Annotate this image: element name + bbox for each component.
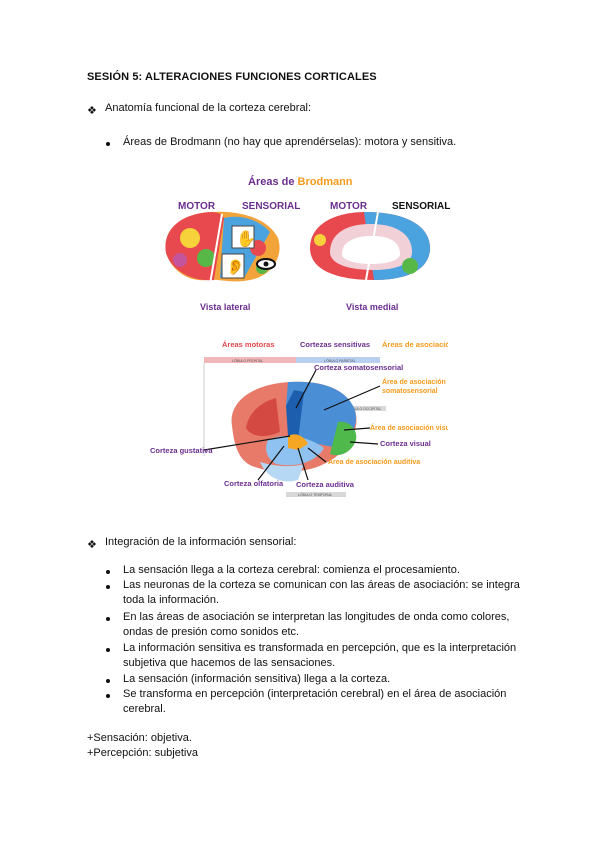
list-item: Las neuronas de la corteza se comunican … (123, 579, 520, 591)
label-auditiva: Corteza auditiva (296, 480, 355, 489)
header-sensitivas: Cortezas sensitivas (300, 340, 370, 349)
lobe-frontal-bar (204, 357, 296, 363)
list-item: La sensación llega a la corteza cerebral… (123, 564, 460, 576)
sensorial-label-medial: SENSORIAL (392, 201, 450, 212)
list-item-cont: ondas de presión como sonidos etc. (123, 626, 300, 638)
note-sensacion: +Sensación: objetiva. (87, 732, 192, 744)
medial-caption: Vista medial (346, 302, 398, 312)
list-item-cont: subjetiva que hacemos de las sensaciones… (123, 657, 336, 669)
list-item: Se transforma en percepción (interpretac… (123, 688, 507, 700)
section2-heading: Integración de la información sensorial: (105, 536, 297, 548)
label-asoc-visual: Área de asociación visual (370, 423, 448, 432)
list-item: La sensación (información sensitiva) lle… (123, 673, 391, 685)
label-somatosensorial: Corteza somatosensorial (314, 363, 403, 372)
medial-brain (310, 211, 430, 281)
functional-brain (231, 381, 357, 482)
motor-label: MOTOR (178, 201, 216, 212)
brodmann-title: Áreas de Brodmann (248, 175, 353, 188)
bullet-icon (106, 585, 110, 589)
lateral-caption: Vista lateral (200, 302, 250, 312)
label-asoc-soma-2: somatosensorial (382, 388, 438, 395)
bullet-icon (106, 648, 110, 652)
list-item: La información sensitiva es transformada… (123, 642, 517, 654)
diamond-bullet-icon: ❖ (87, 539, 97, 551)
lateral-brain: ✋ 👂 (165, 211, 280, 285)
hand-icon: ✋ (236, 229, 256, 248)
label-asoc-soma-1: Área de asociación (382, 377, 446, 386)
lobe-parietal-label: LÓBULO PARIETAL (324, 358, 356, 363)
ear-icon: 👂 (226, 258, 245, 276)
lobe-frontal-label: LÓBULO FRONTAL (232, 358, 263, 363)
label-olfatoria: Corteza olfatoria (224, 479, 284, 488)
lobe-temporal-label: LÓBULO TEMPORAL (298, 492, 332, 497)
list-item: En las áreas de asociación se interpreta… (123, 611, 510, 623)
bullet-icon (106, 570, 110, 574)
header-motoras: Áreas motoras (222, 340, 275, 349)
label-asoc-auditiva: Área de asociación auditiva (328, 457, 420, 466)
note-percepcion: +Percepción: subjetiva (87, 747, 198, 759)
header-asociacion: Áreas de asociación (382, 340, 448, 349)
functional-brain-figure: Áreas motoras Cortezas sensitivas Áreas … (150, 340, 448, 497)
bullet-icon (106, 694, 110, 698)
list-item-cont: toda la información. (123, 594, 219, 606)
label-gustativa: Corteza gustativa (150, 446, 213, 455)
brodmann-figure: Áreas de Brodmann MOTOR SENSORIAL MOTOR … (165, 175, 450, 312)
lobe-occipital-bar (342, 406, 386, 411)
motor-label-medial: MOTOR (330, 201, 368, 212)
bullet-icon (106, 142, 110, 146)
lobe-occipital-label: LÓBULO OCCIPITAL (348, 406, 381, 411)
sensorial-label: SENSORIAL (242, 201, 300, 212)
list-item-cont: cerebral. (123, 703, 166, 715)
page-title: SESIÓN 5: ALTERACIONES FUNCIONES CORTICA… (87, 71, 377, 83)
section1-bullet: Áreas de Brodmann (no hay que aprendérse… (123, 136, 457, 148)
diamond-bullet-icon: ❖ (87, 105, 97, 117)
lobe-parietal-bar (296, 357, 380, 363)
bullet-icon (106, 617, 110, 621)
bullet-icon (106, 679, 110, 683)
label-visual: Corteza visual (380, 439, 431, 448)
lobe-temporal-bar (286, 492, 346, 497)
section1-heading: Anatomía funcional de la corteza cerebra… (105, 102, 312, 114)
